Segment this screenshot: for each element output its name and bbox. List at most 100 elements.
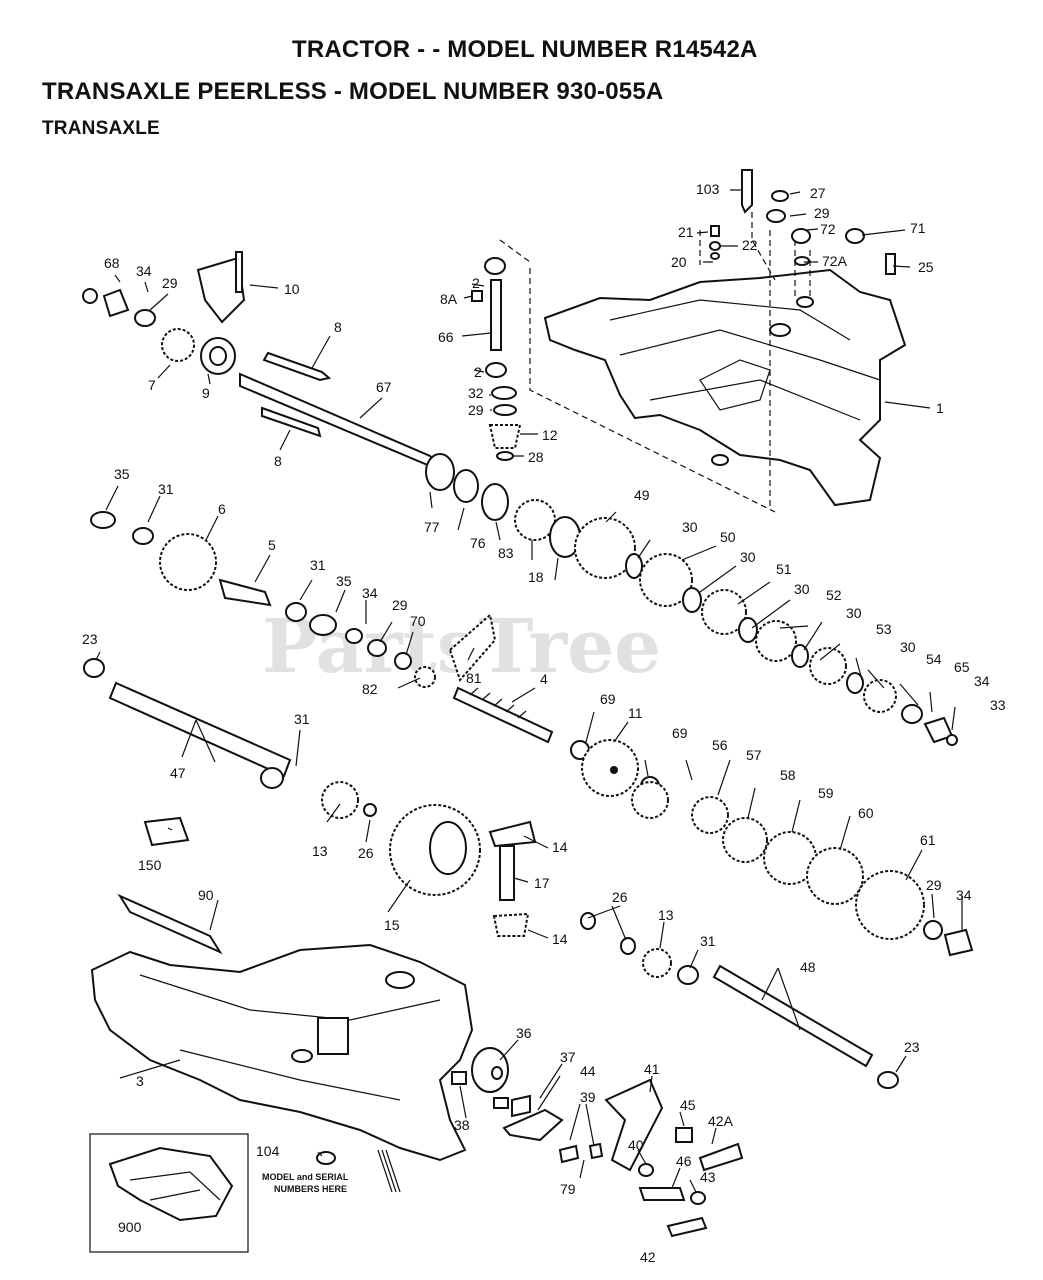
label-1: 1: [936, 400, 944, 416]
upper-housing[interactable]: [543, 268, 907, 507]
label-47: 47: [170, 765, 186, 781]
label-43: 43: [700, 1169, 716, 1185]
label-46: 46: [676, 1153, 692, 1169]
label-45: 45: [680, 1097, 696, 1113]
linkage-parts[interactable]: [451, 1047, 744, 1238]
section-heading: TRANSAXLE: [42, 118, 160, 139]
label-83: 83: [498, 545, 514, 561]
label-29: 29: [926, 877, 942, 893]
label-49: 49: [634, 487, 650, 503]
label-54: 54: [926, 651, 942, 667]
label-37: 37: [560, 1049, 576, 1065]
part-number-labels: 103 27 29 21 22 72 71 20 72A 25 1 2 8A 6…: [82, 181, 1006, 1265]
label-26: 26: [358, 845, 374, 861]
label-13: 13: [658, 907, 674, 923]
label-6: 6: [218, 501, 226, 517]
shift-parts[interactable]: [82, 251, 438, 468]
label-34: 34: [362, 585, 378, 601]
label-900: 900: [118, 1219, 142, 1235]
label-72a: 72A: [822, 253, 848, 269]
label-57: 57: [746, 747, 762, 763]
diagram-title-tractor: TRACTOR - - MODEL NUMBER R14542A: [292, 36, 758, 63]
label-2: 2: [472, 275, 480, 291]
label-35: 35: [114, 466, 130, 482]
middle-gear-row[interactable]: [90, 453, 958, 746]
label-12: 12: [542, 427, 558, 443]
label-59: 59: [818, 785, 834, 801]
label-21: 21: [678, 224, 694, 240]
inset-assembly-view: [89, 1133, 249, 1253]
small-hardware-top[interactable]: [709, 190, 896, 275]
lower-housing[interactable]: [90, 943, 474, 1162]
label-67: 67: [376, 379, 392, 395]
label-31: 31: [294, 711, 310, 727]
label-26: 26: [612, 889, 628, 905]
label-3: 3: [136, 1073, 144, 1089]
label-14: 14: [552, 839, 568, 855]
label-51: 51: [776, 561, 792, 577]
label-82: 82: [362, 681, 378, 697]
label-39: 39: [580, 1089, 596, 1105]
label-29: 29: [814, 205, 830, 221]
label-30: 30: [846, 605, 862, 621]
label-48: 48: [800, 959, 816, 975]
svg-text:MODEL and SERIAL: MODEL and SERIAL: [262, 1172, 349, 1182]
label-42: 42: [640, 1249, 656, 1265]
label-23: 23: [904, 1039, 920, 1055]
label-52: 52: [826, 587, 842, 603]
label-41: 41: [644, 1061, 660, 1077]
label-34: 34: [956, 887, 972, 903]
label-104: 104: [256, 1143, 280, 1159]
label-72: 72: [820, 221, 836, 237]
label-90: 90: [198, 887, 214, 903]
label-23: 23: [82, 631, 98, 647]
label-61: 61: [920, 832, 936, 848]
countershaft-4[interactable]: [452, 686, 554, 744]
label-30: 30: [900, 639, 916, 655]
label-150: 150: [138, 857, 162, 873]
label-22: 22: [742, 237, 758, 253]
label-27: 27: [810, 185, 826, 201]
label-68: 68: [104, 255, 120, 271]
brake-shaft-stack[interactable]: [471, 257, 522, 461]
label-30: 30: [740, 549, 756, 565]
label-60: 60: [858, 805, 874, 821]
bolt-103[interactable]: [741, 169, 753, 214]
label-31: 31: [700, 933, 716, 949]
label-76: 76: [470, 535, 486, 551]
label-69: 69: [600, 691, 616, 707]
label-31: 31: [158, 481, 174, 497]
label-31: 31: [310, 557, 326, 573]
label-34: 34: [974, 673, 990, 689]
label-8: 8: [274, 453, 282, 469]
label-69: 69: [672, 725, 688, 741]
label-53: 53: [876, 621, 892, 637]
diagram-title-transaxle-model: TRANSAXLE PEERLESS - MODEL NUMBER 930-05…: [42, 78, 664, 105]
label-29: 29: [162, 275, 178, 291]
label-33: 33: [990, 697, 1006, 713]
label-50: 50: [720, 529, 736, 545]
label-28: 28: [528, 449, 544, 465]
lower-gear-row[interactable]: [83, 658, 974, 1089]
label-71: 71: [910, 220, 926, 236]
label-13: 13: [312, 843, 328, 859]
label-36: 36: [516, 1025, 532, 1041]
label-5: 5: [268, 537, 276, 553]
label-30: 30: [682, 519, 698, 535]
svg-text:NUMBERS HERE: NUMBERS HERE: [274, 1184, 347, 1194]
label-29: 29: [468, 402, 484, 418]
label-35: 35: [336, 573, 352, 589]
label-38: 38: [454, 1117, 470, 1133]
label-15: 15: [384, 917, 400, 933]
label-25: 25: [918, 259, 934, 275]
label-32: 32: [468, 385, 484, 401]
label-14: 14: [552, 931, 568, 947]
label-20: 20: [671, 254, 687, 270]
label-70: 70: [410, 613, 426, 629]
label-29: 29: [392, 597, 408, 613]
label-56: 56: [712, 737, 728, 753]
label-42a: 42A: [708, 1113, 734, 1129]
leader-lines: [95, 189, 963, 1193]
label-58: 58: [780, 767, 796, 783]
